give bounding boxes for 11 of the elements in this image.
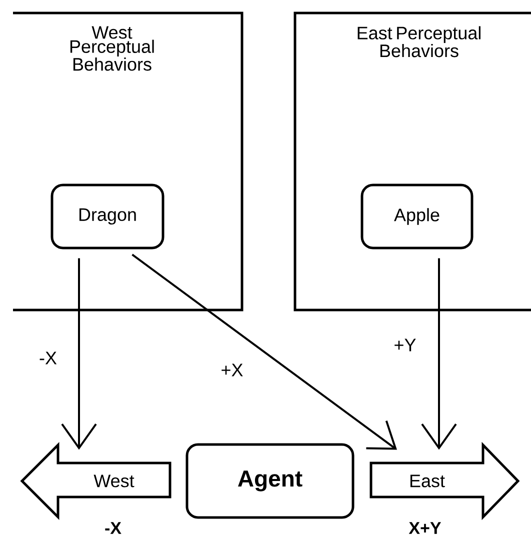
agent-box: Agent bbox=[186, 443, 354, 519]
edge-label: +Y bbox=[392, 338, 418, 352]
arrow bbox=[61, 258, 97, 450]
result-label: -X bbox=[105, 522, 122, 534]
result-label: X+Y bbox=[408, 522, 442, 534]
arrow bbox=[421, 258, 457, 450]
edge-label: -X bbox=[38, 350, 58, 366]
behavior-box: Dragon bbox=[50, 184, 164, 250]
behavior-box: Apple bbox=[360, 184, 474, 250]
arrow bbox=[132, 254, 397, 450]
edge-label: +X bbox=[220, 362, 244, 378]
